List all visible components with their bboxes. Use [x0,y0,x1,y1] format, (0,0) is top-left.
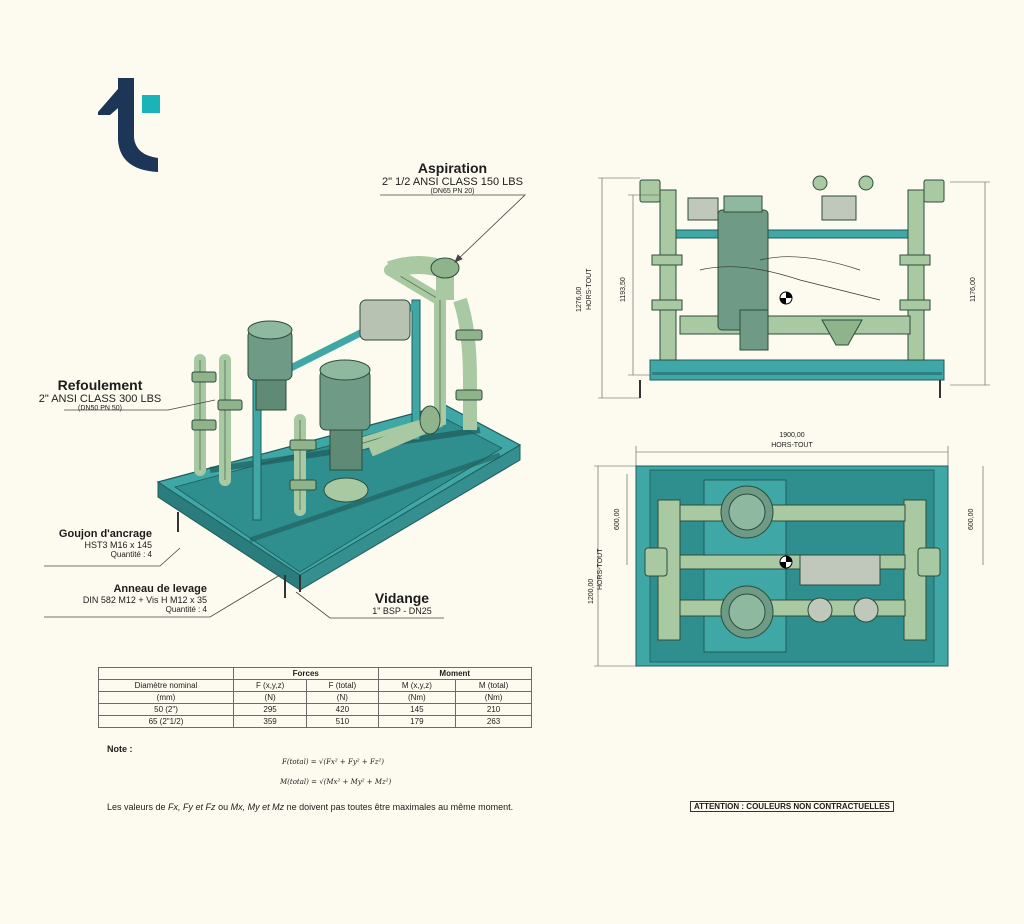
dim-1176: 1176,00 [970,277,977,302]
anneau-title: Anneau de levage [113,583,207,595]
vidange-title: Vidange [374,590,430,606]
header-ftotal: F (total) [306,679,379,692]
table-cell: 510 [306,715,379,728]
table-cell: 359 [232,715,308,728]
aspiration-spec-dn: (DN65 PN 20) [430,188,475,195]
formula-f-total: F(total) = √(Fx² + Fy² + Fz²) [282,758,385,766]
dim-600-right: 600,00 [968,508,975,530]
dim-1900: 1900,00 [779,432,805,439]
dim-1200-hors-tout: HORS-TOUT [597,548,604,590]
callout-anneau: Anneau de levage DIN 582 M12 + Vis H M12… [40,583,207,614]
table-header-row: Diamètre nominal F (x,y,z) F (total) M (… [98,679,532,692]
dim-600-left: 600,00 [614,508,621,530]
goujon-qty: Quantité : 4 [110,550,152,559]
dim-1276-hors-tout: HORS-TOUT [586,268,593,310]
anneau-spec: DIN 582 M12 + Vis H M12 x 35 [82,595,207,605]
refoulement-spec-dn: (DN50 PN 50) [78,405,122,412]
note-label: Note : [107,744,133,754]
refoulement-title: Refoulement [57,377,143,393]
anneau-qty: Quantité : 4 [165,605,207,614]
table-row: 50 (2") 295 420 145 210 [98,703,532,716]
note-text-mxyz: Mx, My et Mz [230,802,285,812]
dim-1900-hors-tout: HORS-TOUT [771,442,813,449]
table-cell: 263 [455,715,532,728]
attention-banner: ATTENTION : COULEURS NON CONTRACTUELLES [690,801,894,812]
vidange-spec: 1" BSP - DN25 [372,606,432,616]
callout-vidange: Vidange 1" BSP - DN25 [360,590,444,616]
callout-leaders [44,194,526,619]
table-cell: 65 (2"1/2) [98,715,234,728]
front-dimension-lines [598,177,990,399]
table-cell: 179 [377,715,457,728]
unit-cell: (N) [232,691,308,704]
dim-1200: 1200,00 [588,578,595,604]
header-mxyz: M (x,y,z) [377,679,457,692]
note-text-prefix: Les valeurs de [107,802,169,812]
header-fxyz: F (x,y,z) [232,679,308,692]
top-plan-view [635,465,949,667]
table-cell: 295 [232,703,308,716]
unit-cell: (Nm) [377,691,457,704]
aspiration-spec: 2" 1/2 ANSI CLASS 150 LBS [382,176,523,188]
pump-motor-1 [247,320,293,411]
goujon-spec: HST3 M16 x 145 [84,540,152,550]
note-text-suffix: ne doivent pas toutes être maximales au … [284,802,514,812]
header-mtotal: M (total) [455,679,532,692]
note-text-ou: ou [215,802,231,812]
header-diametre: Diamètre nominal [98,679,234,692]
top-dimension-lines [594,446,984,667]
front-elevation-view [639,175,945,398]
table-cell: 145 [377,703,457,716]
table-cell: 50 (2") [98,703,234,716]
goujon-title: Goujon d'ancrage [58,528,152,540]
note-text-fxyz: Fx, Fy et Fz [168,802,216,812]
forces-table: Forces Moment Diamètre nominal F (x,y,z)… [98,667,533,728]
table-row: 65 (2"1/2) 359 510 179 263 [98,715,532,728]
unit-cell: (mm) [98,691,234,704]
aspiration-title: Aspiration [417,160,488,176]
table-cell: 210 [455,703,532,716]
pump-motor-2 [319,359,371,503]
table-corner [98,667,234,680]
company-logo [98,78,160,172]
callout-refoulement: Refoulement 2" ANSI CLASS 300 LBS (DN50 … [26,377,174,412]
group-header-forces: Forces [233,667,379,680]
callout-aspiration: Aspiration 2" 1/2 ANSI CLASS 150 LBS (DN… [380,160,525,195]
dim-1276: 1276,00 [576,286,583,312]
callout-goujon: Goujon d'ancrage HST3 M16 x 145 Quantité… [30,528,152,559]
formula-m-total: M(total) = √(Mx² + My² + Mz²) [280,778,392,786]
table-cell: 420 [306,703,379,716]
refoulement-spec: 2" ANSI CLASS 300 LBS [38,393,162,405]
dim-1193: 1193,50 [620,277,627,302]
group-header-moment: Moment [377,667,533,680]
unit-cell: (Nm) [455,691,532,704]
table-units-row: (mm) (N) (N) (Nm) (Nm) [98,691,532,704]
unit-cell: (N) [306,691,379,704]
isometric-skid-view [156,256,522,598]
note-text: Les valeurs de Fx, Fy et Fz ou Mx, My et… [107,802,513,812]
